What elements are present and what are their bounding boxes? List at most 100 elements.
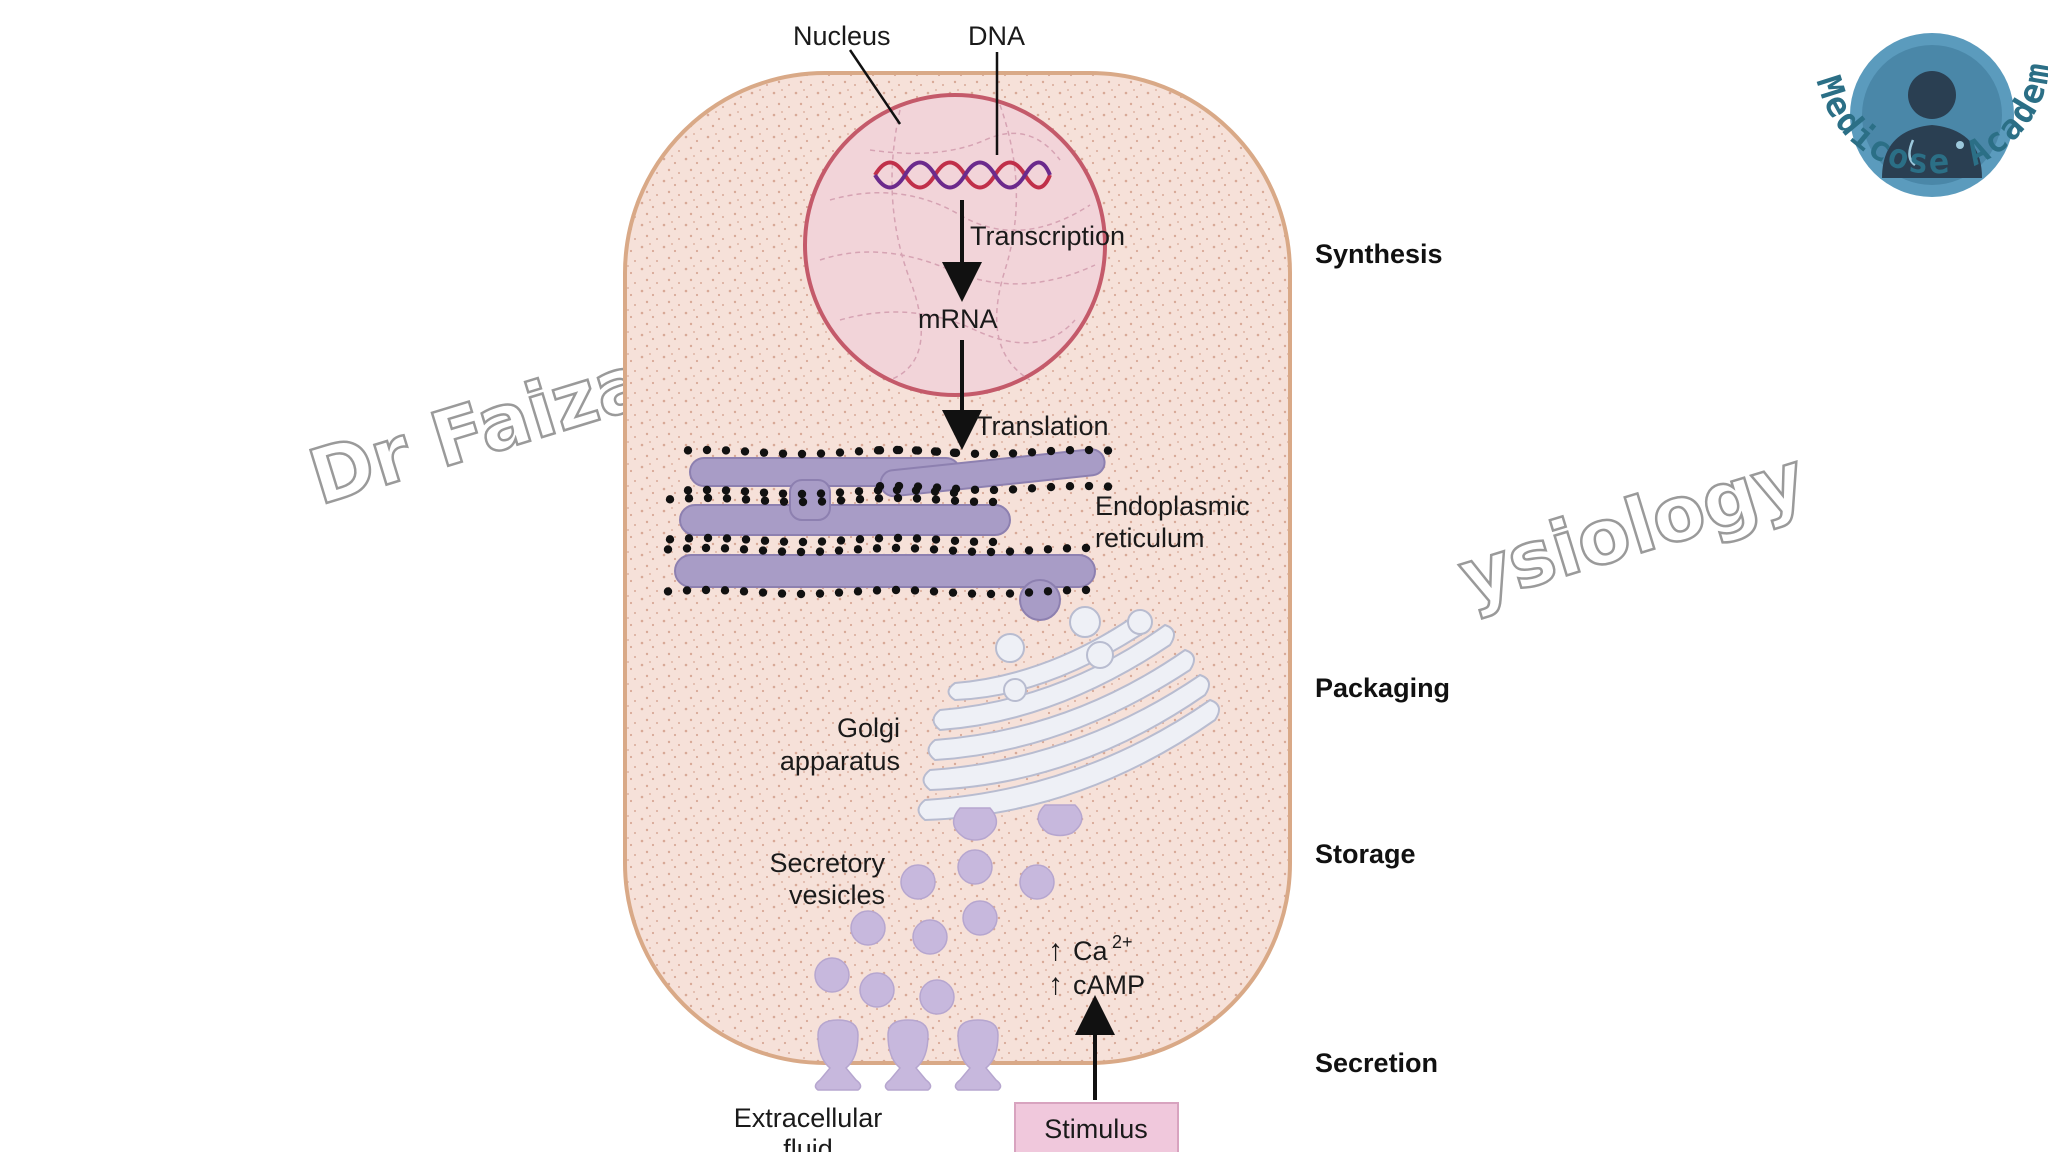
ribosome-dot xyxy=(720,544,730,553)
ribosome-dot xyxy=(929,587,939,596)
stage-storage: Storage xyxy=(1315,839,1416,869)
ribosome-dot xyxy=(741,495,751,504)
ribosome-dot xyxy=(815,547,825,556)
stage-synthesis: Synthesis xyxy=(1315,239,1443,269)
endoplasmic-reticulum xyxy=(663,445,1113,621)
ribosome-dot xyxy=(835,488,845,497)
ribosome-dot xyxy=(740,487,750,496)
secretory-vesicles xyxy=(814,804,1083,1015)
watermark-left: Dr Faiza xyxy=(299,336,657,523)
ribosome-dot xyxy=(684,494,694,503)
label-mrna: mRNA xyxy=(918,304,998,334)
ribosome-dot xyxy=(969,537,979,546)
ribosome-dot xyxy=(701,585,711,595)
ribosome-dot xyxy=(1005,547,1015,556)
ribosome-dot xyxy=(1043,587,1053,596)
ribosome-dot xyxy=(1046,482,1056,492)
ribosome-dot xyxy=(988,497,998,507)
ribosome-dot xyxy=(1062,586,1072,595)
label-ecf-line1: Extracellular xyxy=(734,1103,883,1133)
ribosome-dot xyxy=(893,533,903,543)
ribosome-dot xyxy=(969,497,979,506)
ribosome-dot xyxy=(891,543,901,553)
ribosome-dot xyxy=(1024,588,1034,597)
ribosome-dot xyxy=(760,536,770,545)
ribosome-dot xyxy=(759,488,769,497)
ribosome-dot xyxy=(778,489,788,498)
ribosome-dot xyxy=(779,497,789,506)
ribosome-dot xyxy=(1084,445,1094,455)
ribosome-dot xyxy=(912,534,922,543)
ribosome-dot xyxy=(910,544,920,553)
ribosome-dot xyxy=(910,586,920,595)
label-er-line2: reticulum xyxy=(1095,523,1205,553)
ribosome-dot xyxy=(1008,449,1018,458)
ribosome-dot xyxy=(893,493,903,503)
ribosome-dot xyxy=(798,537,808,547)
label-nucleus: Nucleus xyxy=(793,21,891,51)
ribosome-dot xyxy=(779,537,789,546)
ribosome-dot xyxy=(816,449,826,458)
label-ca-superscript: 2+ xyxy=(1112,932,1133,952)
ribosome-dot xyxy=(701,543,711,553)
ribosome-dot xyxy=(853,545,863,554)
ribosome-dot xyxy=(683,446,693,455)
ribosome-dot xyxy=(663,587,673,596)
nucleus-leader-line xyxy=(848,49,902,125)
ribosome-dot xyxy=(722,534,732,543)
ribosome-dot xyxy=(986,547,996,557)
ribosome-dot xyxy=(682,544,692,553)
ribosome-dot xyxy=(1081,585,1091,595)
ribosome-dot xyxy=(989,449,999,459)
ribosome-dot xyxy=(702,485,712,495)
ribosome-dot xyxy=(951,484,961,494)
label-ecf-line2: fluid xyxy=(783,1134,833,1152)
ribosome-dot xyxy=(1065,482,1075,491)
exocytosis-vesicles xyxy=(814,1019,1002,1091)
ribosome-dot xyxy=(986,589,996,599)
ribosome-dot xyxy=(739,545,749,554)
ribosome-dot xyxy=(875,482,885,491)
ribosome-dot xyxy=(665,495,675,504)
ribosome-dot xyxy=(703,533,713,543)
ribosome-dot xyxy=(950,536,960,546)
ribosome-dot xyxy=(874,534,884,543)
watermark-right: ysiology xyxy=(1449,433,1815,622)
golgi-apparatus xyxy=(917,606,1220,822)
ribosome-dot xyxy=(931,495,941,504)
ribosome-dot xyxy=(854,487,864,496)
ribosome-dot xyxy=(759,448,769,457)
ribosome-dot xyxy=(1043,545,1053,554)
ribosome-dot xyxy=(951,448,961,458)
ribosome-dot xyxy=(721,486,731,495)
ribosome-dot xyxy=(777,547,787,556)
ribosome-dot xyxy=(834,588,844,597)
ribosome-dot xyxy=(798,497,808,507)
ribosome-dot xyxy=(913,482,923,491)
ribosome-dot xyxy=(1081,543,1091,553)
ribosome-dot xyxy=(702,445,712,455)
ribosome-dot xyxy=(1008,485,1018,494)
stimulus-box xyxy=(1014,1102,1179,1152)
ribosome-dot xyxy=(816,489,826,498)
ribosome-dot xyxy=(872,586,882,595)
ribosome-dot xyxy=(1027,448,1037,457)
ribosome-dot xyxy=(970,485,980,494)
ribosome-dot xyxy=(683,486,693,495)
ribosome-dot xyxy=(1103,482,1113,491)
ribosome-dot xyxy=(836,536,846,545)
ribosome-dot xyxy=(894,445,904,455)
medicose-academics-logo xyxy=(1850,33,2014,197)
ribosome-dot xyxy=(739,587,749,596)
ribosome-dot xyxy=(875,446,885,455)
ribosome-dot xyxy=(836,496,846,505)
stage-secretion: Secretion xyxy=(1315,1048,1438,1078)
label-dna: DNA xyxy=(968,21,1025,51)
dna-helix xyxy=(873,160,1052,190)
ribosome-dot xyxy=(1027,484,1037,493)
ribosome-dot xyxy=(703,493,713,503)
ribosome-dot xyxy=(665,535,675,544)
ribosome-dot xyxy=(1005,589,1015,598)
ribosome-dot xyxy=(891,585,901,595)
